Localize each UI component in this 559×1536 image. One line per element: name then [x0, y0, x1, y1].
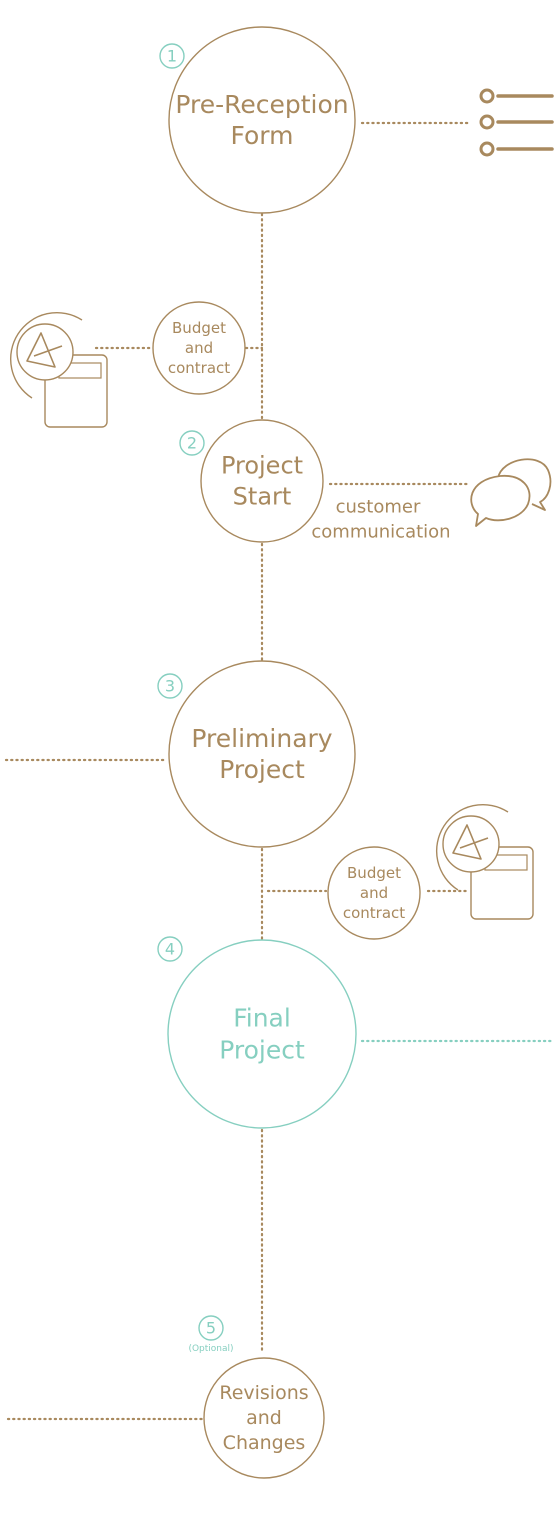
- customer-communication-annotation: customer communication: [311, 497, 450, 543]
- step-label: Form: [231, 121, 294, 150]
- budget-label: Budget: [172, 319, 226, 337]
- budget-contract-node: Budget and contract: [327, 846, 421, 940]
- outer-arc: [436, 804, 509, 891]
- step-circle: [167, 939, 357, 1129]
- step-number-badge: [157, 673, 183, 699]
- step-number-badge: [198, 1315, 224, 1341]
- logo-mark: [452, 824, 489, 860]
- step-label: Revisions: [219, 1382, 308, 1404]
- list-icon: [479, 88, 554, 157]
- step-number: 2: [187, 434, 197, 453]
- step-circle: [168, 26, 356, 214]
- budget-label: Budget: [347, 864, 401, 882]
- step-label: Project: [219, 755, 305, 784]
- step-label: Project: [221, 452, 303, 480]
- budget-circle: [152, 301, 246, 395]
- contract-icon: [436, 804, 534, 920]
- nodes: Pre-ReceptionForm1ProjectStart2Prelimina…: [152, 26, 451, 1479]
- outer-arc: [10, 312, 83, 399]
- step-number: 5: [206, 1319, 216, 1338]
- step-label: Final: [233, 1004, 291, 1033]
- communication-label: customer: [336, 497, 421, 518]
- icons: [10, 88, 554, 920]
- list-bullet: [479, 114, 495, 130]
- step-label: Pre-Reception: [175, 90, 348, 119]
- budget-circle: [327, 846, 421, 940]
- logo-mark: [26, 332, 63, 368]
- step-label: Preliminary: [191, 724, 332, 753]
- chat-bubbles-icon: [470, 458, 552, 527]
- step-label: and: [246, 1407, 282, 1429]
- step-label: Start: [233, 483, 292, 511]
- step-number-badge: [157, 936, 183, 962]
- budget-contract-node: Budget and contract: [152, 301, 246, 395]
- step-number: 1: [167, 47, 177, 66]
- budget-label: contract: [168, 359, 230, 377]
- step-circle: [168, 660, 356, 848]
- budget-label: contract: [343, 904, 405, 922]
- step-number: 3: [165, 677, 175, 696]
- step-circle: [203, 1357, 325, 1479]
- communication-label: communication: [311, 522, 450, 543]
- chat-bubble-back: [497, 458, 552, 511]
- connectors: [4, 121, 554, 1421]
- step-number-badge: [159, 43, 185, 69]
- step-circle: [200, 419, 324, 543]
- step-note: (Optional): [188, 1344, 233, 1354]
- step-label: Project: [219, 1036, 305, 1065]
- step-number: 4: [165, 940, 175, 959]
- list-bullet: [479, 88, 495, 104]
- budget-label: and: [185, 339, 213, 357]
- list-bullet: [479, 141, 495, 157]
- step-label: Changes: [223, 1432, 306, 1454]
- chat-bubble-front: [470, 475, 531, 527]
- contract-icon: [10, 312, 108, 428]
- step-number-badge: [179, 430, 205, 456]
- budget-label: and: [360, 884, 388, 902]
